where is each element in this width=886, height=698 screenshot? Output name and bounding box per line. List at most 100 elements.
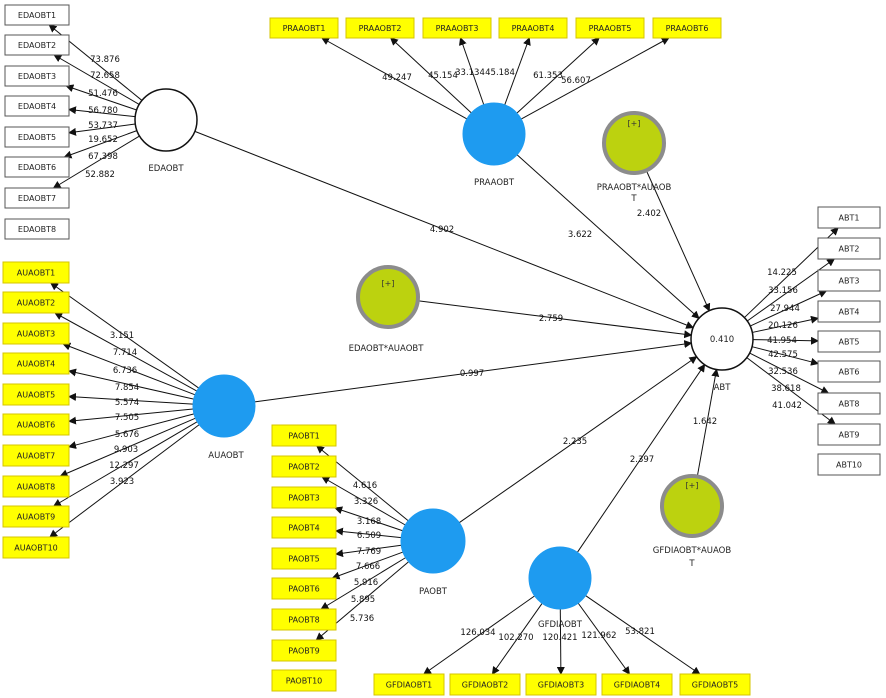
- praaobt-indicator-5: [575, 17, 645, 39]
- paobt-loading-value-2: 3.326: [354, 497, 378, 507]
- praaobt-auaobt-tag: [+]: [628, 119, 641, 128]
- praaobt-indicator-3: [422, 17, 492, 39]
- edaobt-indicator-3: [4, 65, 70, 87]
- gfdiaobt-construct: [528, 546, 592, 610]
- paobt-loading-arrow-6: [331, 551, 404, 580]
- gfdiaobt-indicator-3: [525, 673, 597, 696]
- edaobt-indicator-4-label: EDAOBT4: [18, 102, 56, 111]
- praaobt-auaobt-label-1: PRAAOBT*AUAOB: [597, 183, 672, 193]
- edaobt-indicator-6: [4, 156, 70, 178]
- paobt-indicator-2-label: PAOBT2: [288, 463, 319, 472]
- edaobt-loading-value-4: 56.780: [88, 106, 118, 116]
- abt-indicator-6-label: ABT6: [839, 368, 860, 377]
- gfdiaobt-indicator-1: [373, 673, 445, 696]
- auaobt-loading-value-5: 5.574: [115, 398, 139, 408]
- auaobt-loading-value-8: 9.903: [114, 445, 138, 455]
- praaobt-auaobt-label-2: T: [630, 194, 637, 204]
- path-auaobt-abt-arrow: [254, 340, 693, 403]
- path-paobt-abt-value: 2.235: [563, 437, 587, 447]
- abt-indicator-8: [817, 423, 881, 446]
- edaobt-loading-arrow-7: [52, 135, 140, 189]
- path-praaobt-auaobt-abt-value: 2.402: [637, 209, 661, 219]
- abt-loading-arrow-5: [752, 336, 819, 345]
- paobt-indicator-9: [271, 669, 337, 692]
- edaobt-loading-arrow-6: [63, 130, 138, 159]
- paobt-indicator-1: [271, 424, 337, 447]
- path-gfdiaobt-abt-arrow: [576, 363, 706, 553]
- abt-indicator-5: [817, 330, 881, 353]
- abt-indicator-3-label: ABT3: [839, 277, 860, 286]
- edaobt-indicator-2: [4, 34, 70, 56]
- gfdiaobt-auaobt-label-2: T: [688, 559, 695, 569]
- edaobt-indicator-8: [4, 218, 70, 240]
- abt-indicator-4: [817, 300, 881, 323]
- gfdiaobt-indicator-2-label: GFDIAOBT2: [462, 681, 508, 690]
- abt-loading-value-1: 14.225: [767, 268, 797, 278]
- praaobt-loading-value-2: 45.154: [428, 71, 458, 81]
- gfdiaobt-label: GFDIAOBT: [538, 620, 583, 630]
- edaobt-indicator-1-label: EDAOBT1: [18, 11, 56, 20]
- abt-indicator-8-label: ABT9: [839, 431, 860, 440]
- gfdiaobt-indicator-3-label: GFDIAOBT3: [538, 681, 584, 690]
- praaobt-construct: [462, 102, 526, 166]
- auaobt-indicator-2: [2, 291, 70, 314]
- paobt-indicator-8: [271, 639, 337, 662]
- edaobt-indicator-7: [4, 187, 70, 209]
- paobt-loading-value-9: 5.736: [350, 614, 374, 624]
- abt-construct: [690, 307, 754, 371]
- praaobt-indicator-2-label: PRAAOBT2: [359, 24, 402, 33]
- edaobt-indicator-7-label: EDAOBT7: [18, 194, 56, 203]
- gfdiaobt-loading-value-3: 120.421: [542, 633, 577, 643]
- path-praaobt-abt-value: 3.622: [568, 230, 592, 240]
- praaobt-indicator-2: [345, 17, 415, 39]
- abt-indicator-9-label: ABT10: [836, 461, 862, 470]
- paobt-indicator-5-label: PAOBT5: [288, 555, 319, 564]
- gfdiaobt-auaobt-tag: [+]: [686, 481, 699, 490]
- gfdiaobt-auaobt-construct: [660, 474, 724, 538]
- paobt-indicator-8-label: PAOBT9: [288, 647, 319, 656]
- paobt-indicator-9-label: PAOBT10: [286, 677, 323, 686]
- auaobt-indicator-8: [2, 475, 70, 498]
- paobt-loading-arrow-7: [320, 557, 406, 610]
- abt-loading-value-4: 20.126: [768, 321, 798, 331]
- gfdiaobt-indicator-2: [449, 673, 521, 696]
- abt-label: ABT: [714, 383, 732, 393]
- edaobt-loading-value-1: 73.876: [90, 55, 120, 65]
- auaobt-loading-arrow-8: [59, 417, 196, 477]
- path-edaobt-auaobt-abt-value: 2.759: [539, 314, 563, 324]
- abt-loading-arrow-2: [746, 258, 836, 322]
- abt-indicator-2: [817, 237, 881, 260]
- gfdiaobt-loading-value-5: 53.821: [625, 627, 655, 637]
- edaobt-auaobt-construct: [356, 265, 420, 329]
- auaobt-indicator-3-label: AUAOBT3: [17, 330, 55, 339]
- edaobt-indicator-5: [4, 126, 70, 148]
- gfdiaobt-loading-arrow-2: [491, 603, 543, 675]
- praaobt-indicator-3-label: PRAAOBT3: [436, 24, 479, 33]
- gfdiaobt-indicator-4-label: GFDIAOBT4: [614, 681, 660, 690]
- abt-indicator-6: [817, 360, 881, 383]
- praaobt-loading-arrow-2: [390, 37, 472, 114]
- edaobt-indicator-3-label: EDAOBT3: [18, 72, 56, 81]
- path-praaobt-auaobt-abt-arrow: [645, 170, 711, 312]
- edaobt-indicator-5-label: EDAOBT5: [18, 133, 56, 142]
- praaobt-loading-value-4: 45.184: [485, 68, 515, 78]
- gfdiaobt-loading-value-2: 102.270: [498, 633, 533, 643]
- praaobt-indicator-4: [498, 17, 568, 39]
- abt-loading-value-5: 41.954: [767, 336, 797, 346]
- abt-indicator-7-label: ABT8: [839, 400, 860, 409]
- edaobt-loading-value-7: 67.398: [88, 152, 118, 162]
- auaobt-indicator-6-label: AUAOBT6: [17, 421, 55, 430]
- path-gfdiaobt-auaobt-abt-arrow: [696, 368, 720, 477]
- abt-r-squared: 0.410: [710, 335, 734, 345]
- edaobt-indicator-6-label: EDAOBT6: [18, 163, 56, 172]
- paobt-loading-arrow-2: [321, 476, 406, 526]
- gfdiaobt-auaobt-label-1: GFDIAOBT*AUAOB: [653, 546, 732, 556]
- auaobt-label: AUAOBT: [208, 451, 244, 461]
- path-paobt-abt-arrow: [458, 356, 698, 524]
- auaobt-indicator-1: [2, 261, 70, 284]
- path-gfdiaobt-auaobt-abt-value: 1.642: [693, 417, 717, 427]
- paobt-indicator-1-label: PAOBT1: [288, 432, 319, 441]
- auaobt-loading-value-9: 12.297: [109, 461, 139, 471]
